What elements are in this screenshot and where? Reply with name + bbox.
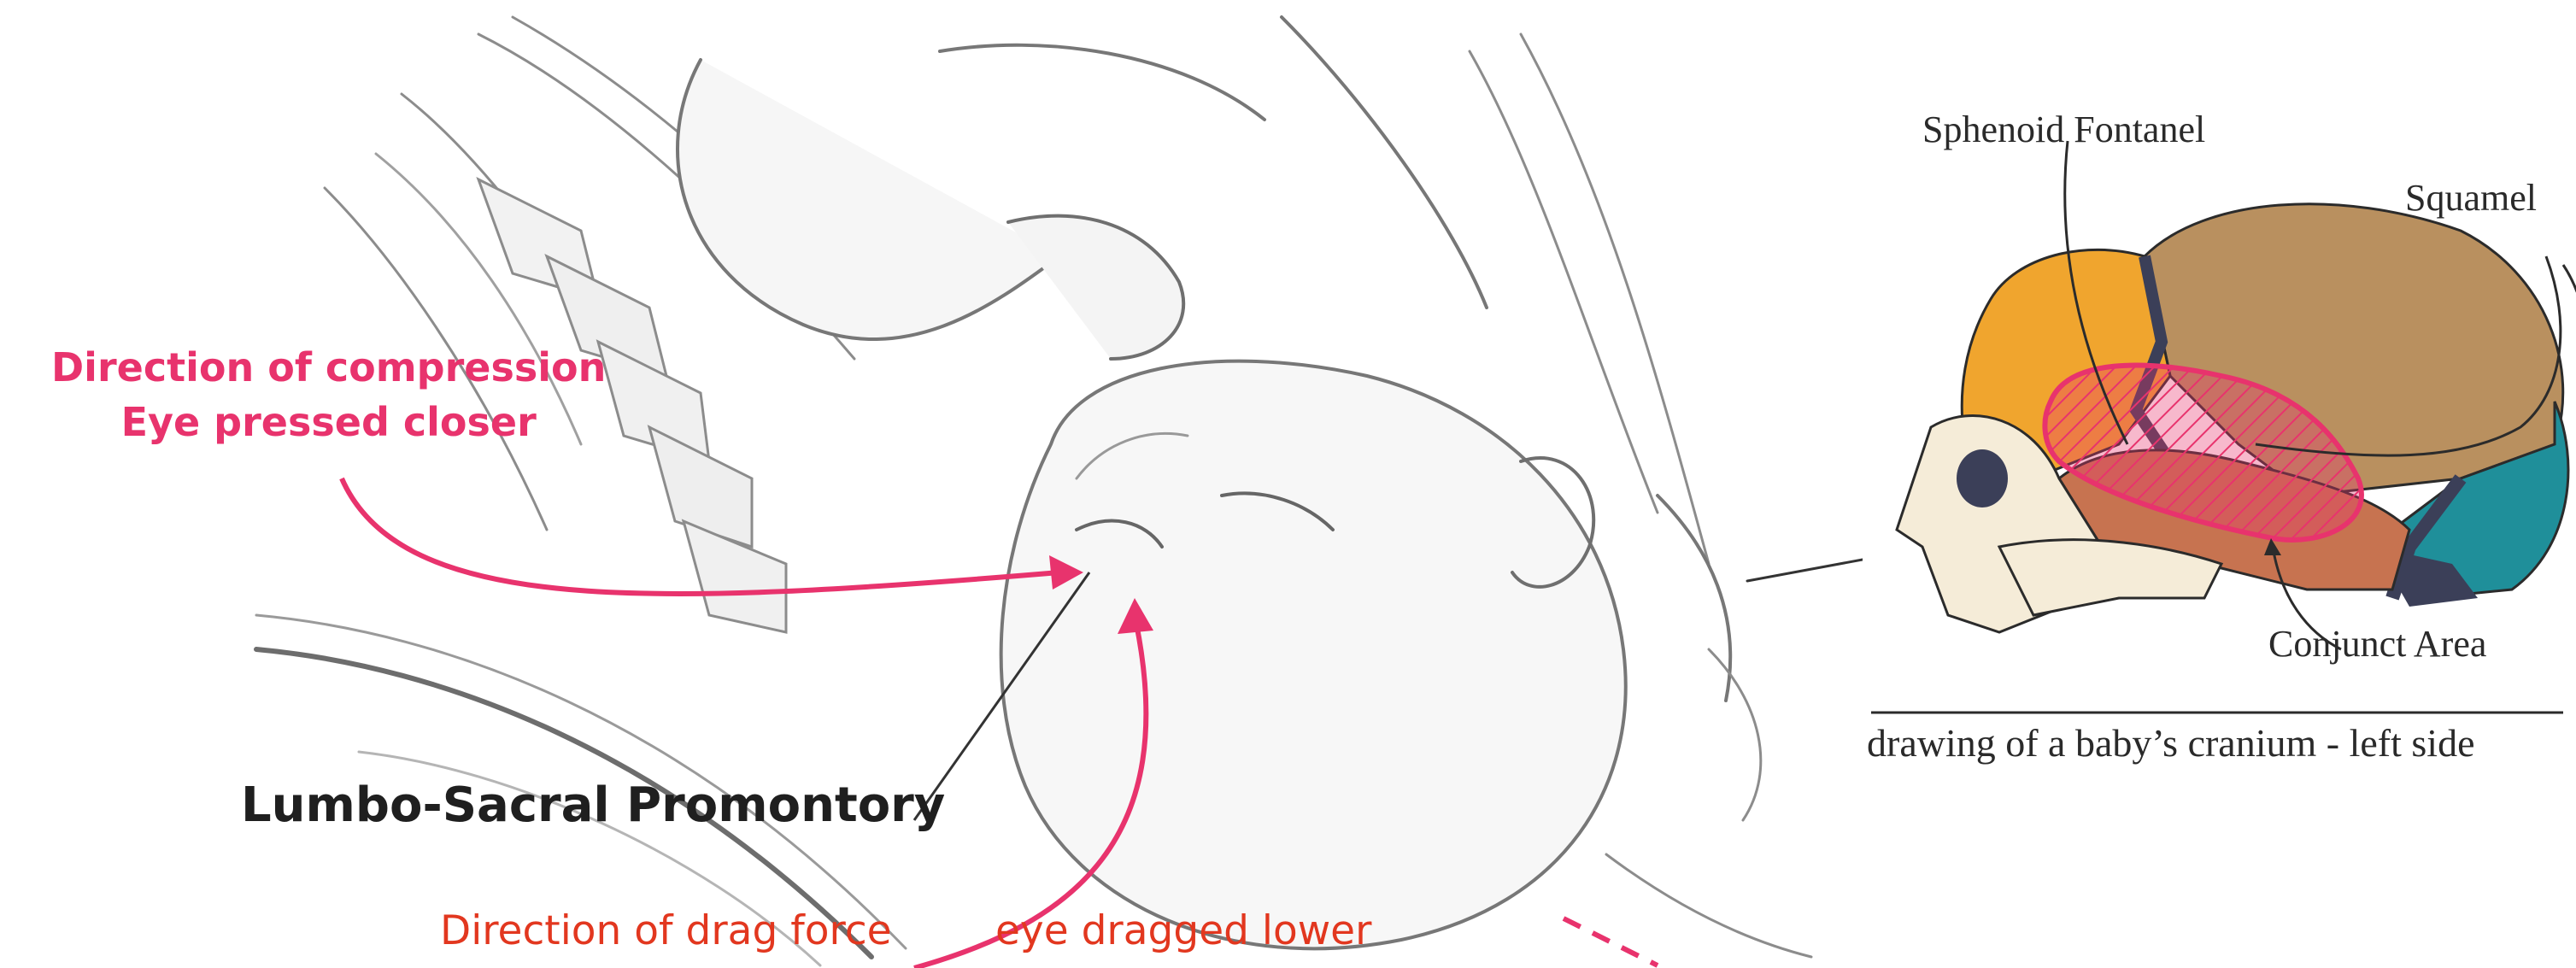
conjunct-area-label: Conjunct Area [2268,622,2486,666]
sphenoid-fontanel-label: Sphenoid Fontanel [1922,108,2205,151]
drag-force-label: Direction of drag force [440,907,892,954]
promontory-label: Lumbo-Sacral Promontory [241,777,945,833]
eye-dragged-label: eye dragged lower [995,907,1371,954]
squamel-label: Squamel [2405,176,2537,220]
compression-line-2: Eye pressed closer [51,395,606,449]
compression-label: Direction of compression Eye pressed clo… [51,340,606,449]
compression-line-1: Direction of compression [51,340,606,395]
cranium-caption: drawing of a baby’s cranium - left side [1867,720,2475,766]
